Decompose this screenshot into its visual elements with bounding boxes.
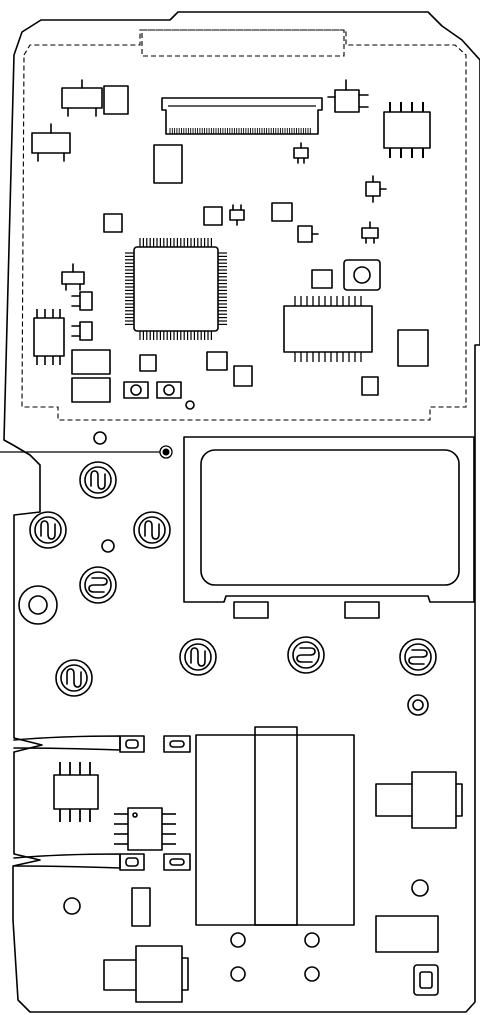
speaker-area bbox=[195, 726, 355, 926]
small-cap-1 bbox=[293, 142, 309, 164]
sot-part-1 bbox=[61, 79, 129, 117]
mounting-hole bbox=[93, 431, 107, 445]
soic-ic-top bbox=[383, 102, 431, 158]
ssop-ic bbox=[283, 296, 373, 362]
trimmer-square bbox=[343, 259, 381, 291]
small-cap-3 bbox=[229, 204, 245, 226]
pad bbox=[153, 144, 183, 184]
button-contact bbox=[179, 638, 217, 676]
sot-part-5 bbox=[71, 291, 93, 341]
side-connector-right bbox=[375, 771, 463, 829]
soic-ic-center bbox=[114, 807, 176, 851]
sot-part-4 bbox=[61, 263, 85, 291]
lcd-window bbox=[183, 436, 475, 619]
trimmer-pot-1 bbox=[123, 381, 149, 399]
button-contact bbox=[133, 511, 171, 549]
small-cap-4 bbox=[297, 225, 319, 243]
ribbon-pins bbox=[169, 128, 311, 134]
spring-contact-1 bbox=[13, 735, 191, 753]
ribbon-connector bbox=[161, 97, 323, 135]
small-pad-connector bbox=[413, 964, 439, 996]
soic-ic-lower bbox=[53, 762, 99, 822]
shield-outline bbox=[21, 29, 467, 421]
button-contact bbox=[79, 461, 117, 499]
qfp-ic bbox=[125, 238, 227, 340]
button-contact bbox=[287, 636, 325, 674]
trimmer-pot-2 bbox=[156, 381, 182, 399]
small-cap-5 bbox=[361, 221, 379, 244]
mounting-hole bbox=[101, 539, 115, 553]
soic-ic-left bbox=[33, 309, 65, 365]
side-connector-bottom bbox=[103, 945, 189, 1003]
button-contact bbox=[29, 511, 67, 549]
sot-part-3 bbox=[327, 79, 369, 113]
mounting-hole-ring bbox=[407, 694, 429, 716]
button-contact bbox=[55, 659, 93, 697]
board-outline bbox=[3, 11, 480, 1013]
button-contact bbox=[399, 638, 437, 676]
large-mounting-hole bbox=[18, 585, 58, 625]
spring-contact-2 bbox=[13, 853, 191, 871]
sot-part-2 bbox=[31, 123, 71, 162]
small-cap-2 bbox=[365, 175, 387, 203]
button-contact bbox=[79, 566, 117, 604]
